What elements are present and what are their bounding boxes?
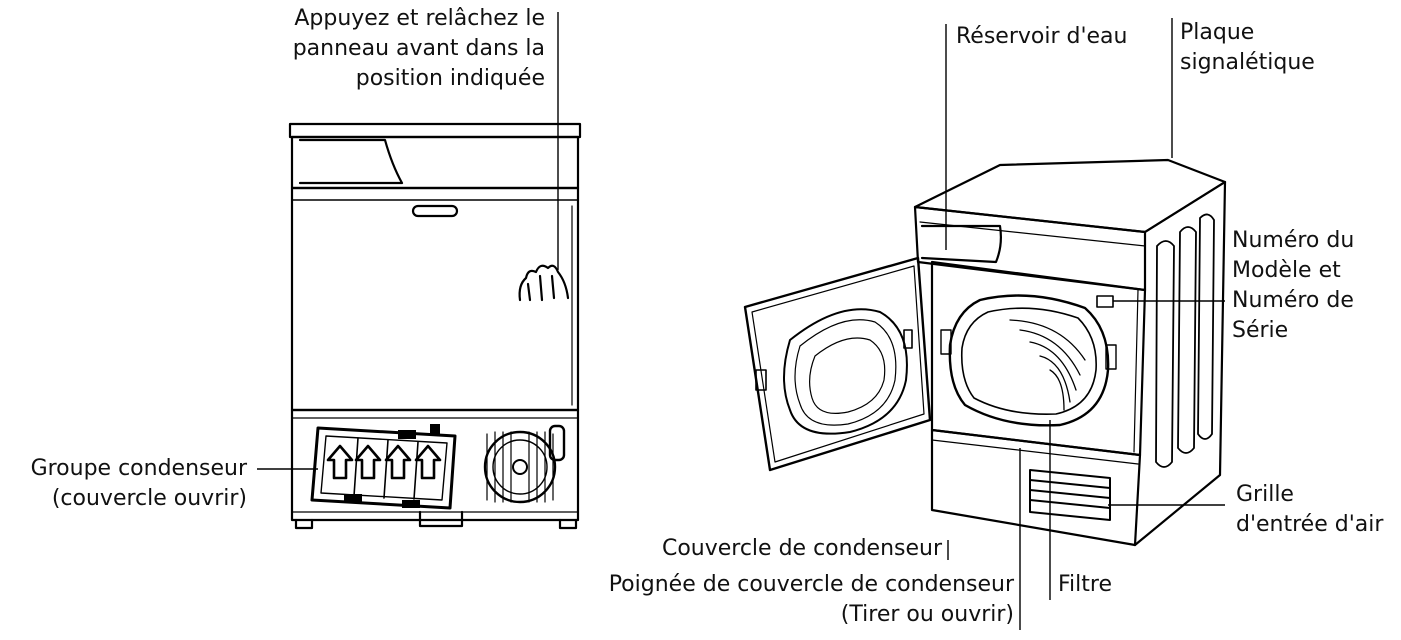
label-condenser-cover: Couvercle de condenseur: [661, 536, 942, 561]
label-rating-plate: Plaque signalétique: [1180, 20, 1315, 75]
open-door: [743, 256, 932, 472]
label-condenser-group: Groupe condenseur (couvercle ouvrir): [30, 456, 247, 511]
label-model-serial: Numéro du Modèle et Numéro de Série: [1232, 228, 1355, 343]
hand-icon: [518, 264, 570, 302]
air-inlet-grille-shape: [1029, 469, 1111, 521]
dryer-perspective-view: [743, 158, 1227, 547]
dryer-front-view: [288, 122, 582, 530]
label-filter: Filtre: [1058, 572, 1113, 597]
leader-lines: [257, 12, 1225, 630]
label-condenser-cover-handle: Poignée de couvercle de condenseur (Tire…: [608, 572, 1014, 627]
water-tank-shape: [920, 224, 1002, 264]
label-front-panel-hint: Appuyez et relâchez le panneau avant dan…: [292, 6, 545, 91]
label-water-tank: Réservoir d'eau: [956, 24, 1128, 49]
drum-opening: [948, 294, 1110, 427]
label-air-inlet-grille: Grille d'entrée d'air: [1236, 482, 1384, 537]
